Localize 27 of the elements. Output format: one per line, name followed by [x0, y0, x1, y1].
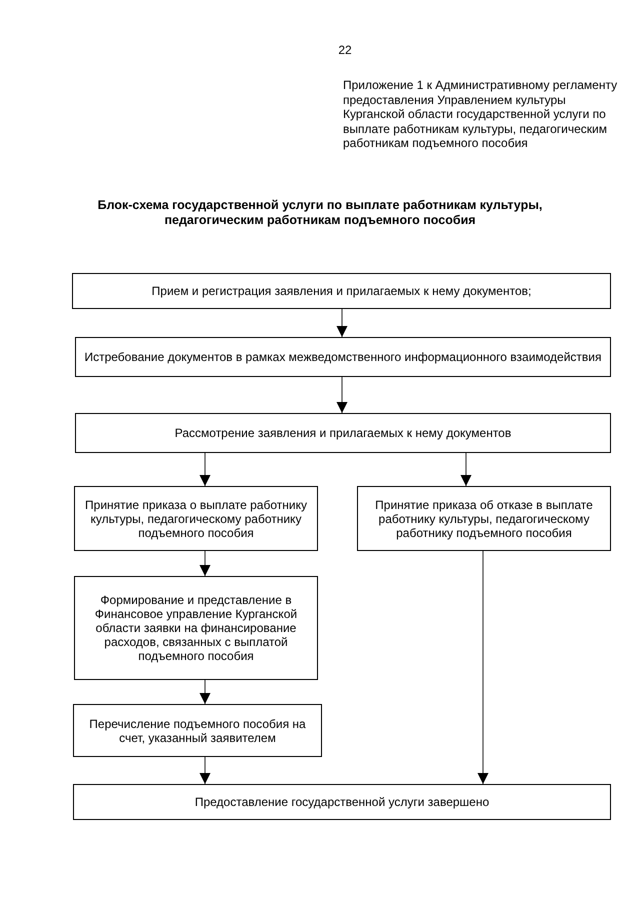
process-box: [75, 413, 611, 453]
arrow: [200, 550, 210, 576]
appendix-note: Приложение 1 к Административному регламенту предоставления Управлением культуры Курганской области государственной услуги по выплате работникам культуры, педагогическим работникам подъемного пособия: [343, 78, 618, 150]
arrow: [336, 376, 348, 414]
box-text: Перечисление подъемного пособия на счет, указанный заявителем: [88, 716, 307, 744]
process-box: [73, 704, 322, 757]
arrow: [200, 756, 210, 784]
box-text: Предоставление государственной услуги завершено: [194, 795, 490, 809]
box-text: Истребование документов в рамках межведомственного информационного взаимодействия: [84, 350, 602, 364]
process-box: [72, 273, 611, 309]
box-text: Рассмотрение заявления и прилагаемых к нему документов: [174, 426, 512, 440]
process-box: [357, 486, 611, 551]
box-text: Прием и регистрация заявления и прилагаемых к нему документов;: [152, 284, 532, 298]
arrow: [460, 452, 472, 486]
box-text: Формирование и представление в Финансовое управление Курганской области заявки на финансирование расходов, связанных с выплатой подъемного пособия: [94, 593, 298, 663]
process-box: [74, 486, 318, 551]
arrow: [200, 452, 210, 486]
title: Блок-схема государственной услуги по выплате работникам культуры, педагогическим работникам подъемного пособия: [96, 198, 544, 228]
arrow: [200, 680, 210, 704]
process-box: [73, 784, 611, 820]
arrow: [478, 550, 488, 784]
box-text: Принятие приказа об отказе в выплате работнику культуры, педагогическому работнику подъемного пособия: [374, 498, 594, 540]
arrow: [336, 308, 348, 338]
process-box: [75, 337, 611, 377]
page-number: 22: [337, 43, 353, 58]
box-text: Принятие приказа о выплате работнику культуры, педагогическому работнику подъемного пособия: [84, 498, 308, 540]
process-box: [74, 576, 318, 680]
